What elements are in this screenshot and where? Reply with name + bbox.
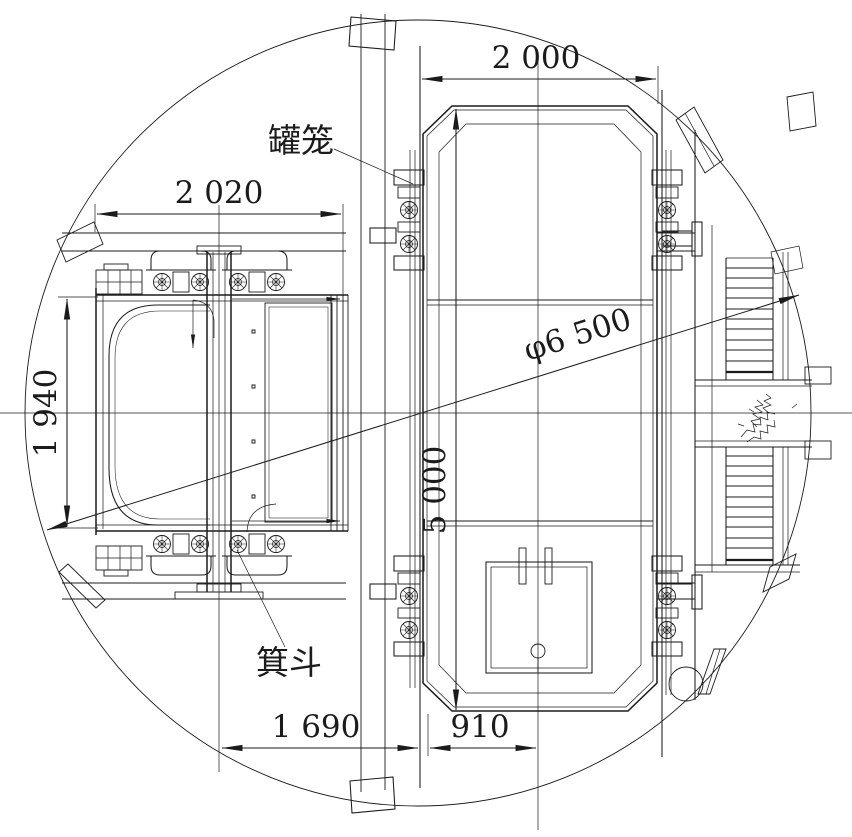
- wall-plate-top-left: [56, 221, 104, 263]
- leader-cage: [333, 148, 414, 185]
- dim-rail-to-cage-center: 910: [427, 709, 537, 756]
- platform-bracket: [804, 366, 832, 385]
- plumb-lines: [348, 14, 397, 814]
- dim-skip-to-rail: 1 690: [221, 709, 419, 752]
- ladder-lower: [695, 447, 800, 573]
- rail-bracket: [369, 227, 397, 244]
- dim-text-skip-to-rail: 1 690: [272, 709, 361, 745]
- platform-bracket: [804, 440, 832, 460]
- annotations: 罐笼 箕斗: [236, 121, 414, 682]
- ladderway: [668, 91, 832, 702]
- dim-cage-width: 2 000: [421, 40, 659, 104]
- cage-outline: [422, 105, 658, 712]
- dim-text-cage-length: 5 000: [417, 446, 453, 535]
- bottom-anchor-block: [349, 776, 396, 814]
- wall-plate-bottom-left: [58, 563, 106, 609]
- dim-text-skip-depth: 1 940: [28, 369, 64, 458]
- wall-bracket-top-right: [786, 91, 817, 132]
- dim-skip-width: 2 020: [94, 175, 344, 296]
- ladder-upper: [725, 252, 789, 380]
- rail-bracket: [369, 583, 397, 600]
- label-cage: 罐笼: [268, 121, 334, 160]
- dim-text-rail-to-cage-center: 910: [450, 709, 509, 745]
- leader-skip: [236, 549, 286, 648]
- label-skip: 箕斗: [256, 643, 322, 682]
- mine-car: [485, 547, 593, 674]
- dim-skip-depth: 1 940: [28, 296, 98, 529]
- wall-plank-platform: [762, 553, 797, 593]
- dim-text-shaft-diameter: φ6 500: [520, 301, 636, 369]
- pipe-circle: [668, 666, 704, 702]
- rail-cap-bracket: [770, 245, 804, 275]
- cage-right-bracket-lower: [661, 574, 703, 610]
- shaft: [0, 19, 852, 807]
- dim-text-skip-width: 2 020: [175, 175, 264, 211]
- dimensions: 2 020 2 000 1 940 5 000 1 690 910: [28, 40, 800, 756]
- cage-assembly: [394, 46, 682, 830]
- wall-plank-top: [675, 106, 724, 174]
- broken-section-hatch: [737, 393, 798, 443]
- skip-assembly: [95, 205, 349, 772]
- wall-plank-bottom: [697, 648, 727, 695]
- dim-text-cage-width: 2 000: [492, 40, 581, 76]
- top-anchor-block: [348, 16, 397, 51]
